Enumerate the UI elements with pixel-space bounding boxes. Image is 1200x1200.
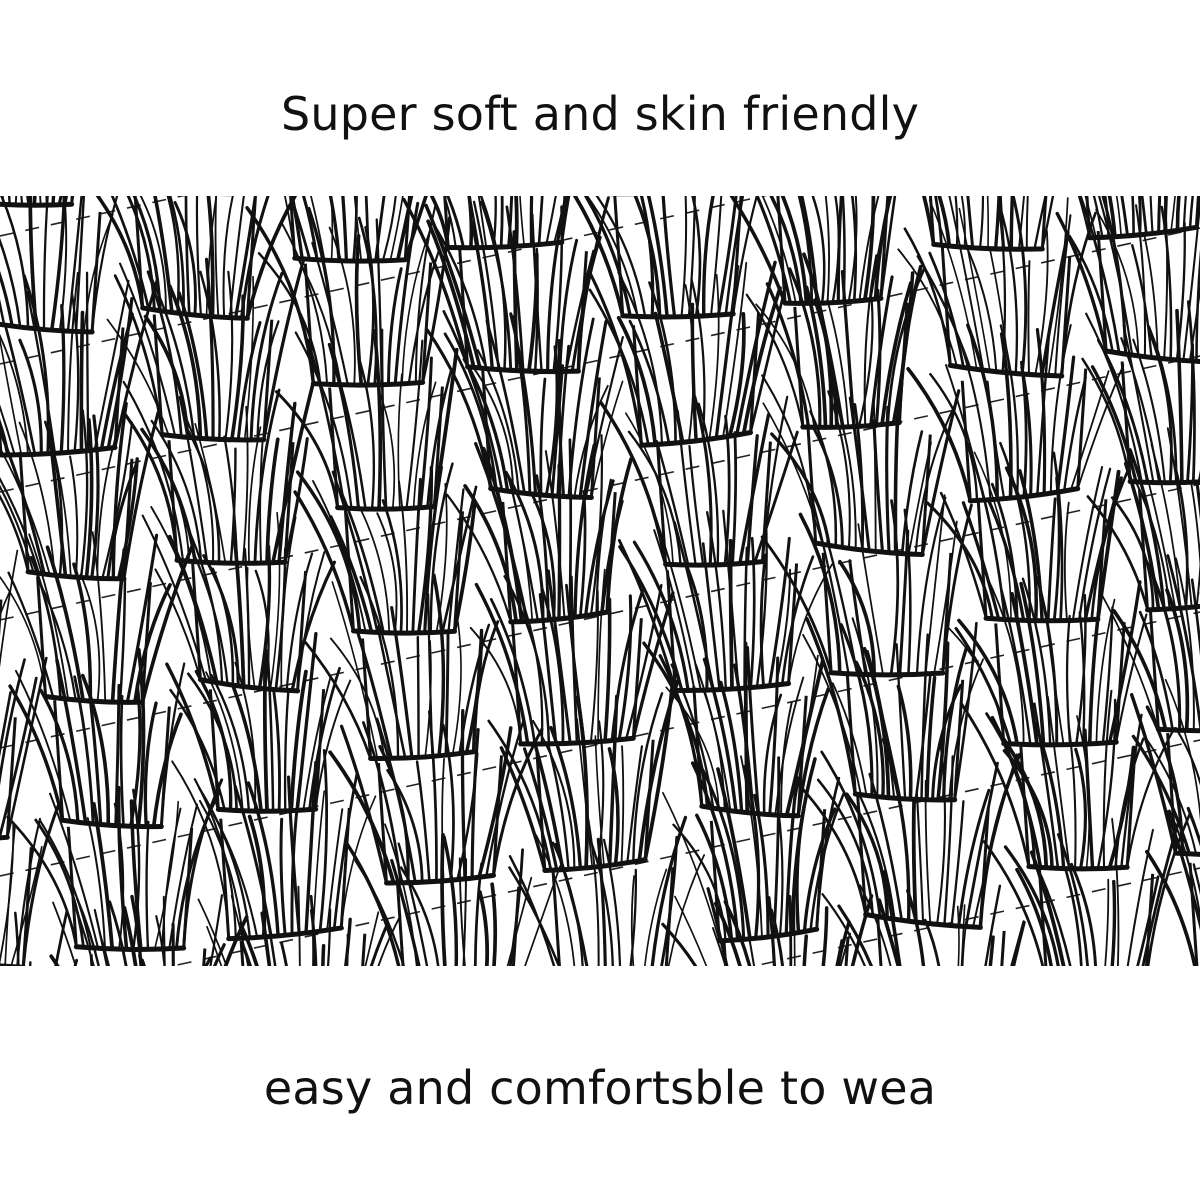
lash-cluster: [946, 572, 1148, 748]
lash-cluster: [921, 196, 1055, 252]
lash-cluster: [794, 737, 1022, 930]
lash-cluster: [0, 271, 159, 458]
lash-cluster: [293, 462, 478, 636]
lash-cluster: [171, 748, 377, 942]
lash-cluster: [344, 823, 561, 966]
headline-top: Super soft and skin friendly: [280, 87, 919, 141]
guide-line: [0, 227, 1200, 493]
lash-cluster: [821, 870, 1026, 966]
lash-cluster: [588, 260, 787, 448]
lash-clusters-icon: [0, 196, 1200, 966]
lash-cluster: [0, 531, 194, 705]
lash-cluster: [141, 506, 337, 694]
lash-cluster: [402, 196, 610, 375]
lash-cluster: [0, 549, 19, 668]
lash-cluster: [197, 879, 402, 966]
lash-cluster: [8, 647, 186, 830]
lash-cluster: [1081, 300, 1200, 486]
lash-cluster: [642, 641, 830, 819]
lash-cluster: [572, 196, 758, 320]
lash-cluster: [729, 196, 897, 306]
lash-cluster: [982, 812, 1192, 966]
lash-cluster: [165, 632, 352, 814]
guide-line: [169, 739, 1200, 966]
lash-cluster: [897, 196, 1097, 379]
lash-clusters-photo: [0, 196, 1200, 966]
lash-cluster: [760, 492, 973, 678]
lash-cluster: [0, 196, 75, 208]
guide-line: [0, 611, 1200, 877]
lash-cluster: [1145, 806, 1200, 966]
headline-bottom: easy and comfortsble to wea: [263, 1061, 937, 1115]
lash-cluster: [508, 811, 705, 966]
lash-cluster: [662, 755, 845, 944]
lash-cluster: [121, 380, 315, 566]
lash-cluster: [425, 310, 624, 500]
lash-cluster: [802, 617, 984, 803]
guide-line: [750, 867, 1200, 966]
lash-cluster: [906, 323, 1125, 504]
lash-cluster: [1129, 678, 1200, 857]
lash-cluster: [106, 257, 305, 443]
guide-line: [0, 355, 1200, 621]
lash-cluster: [1100, 554, 1200, 734]
lash-cluster: [49, 894, 249, 966]
lash-cluster: [487, 679, 680, 873]
lash-cluster: [745, 252, 926, 430]
lash-cluster: [599, 395, 799, 568]
lash-cluster: [0, 910, 79, 966]
lash-cluster: [328, 709, 544, 886]
lash-cluster-grid: [0, 196, 1200, 966]
